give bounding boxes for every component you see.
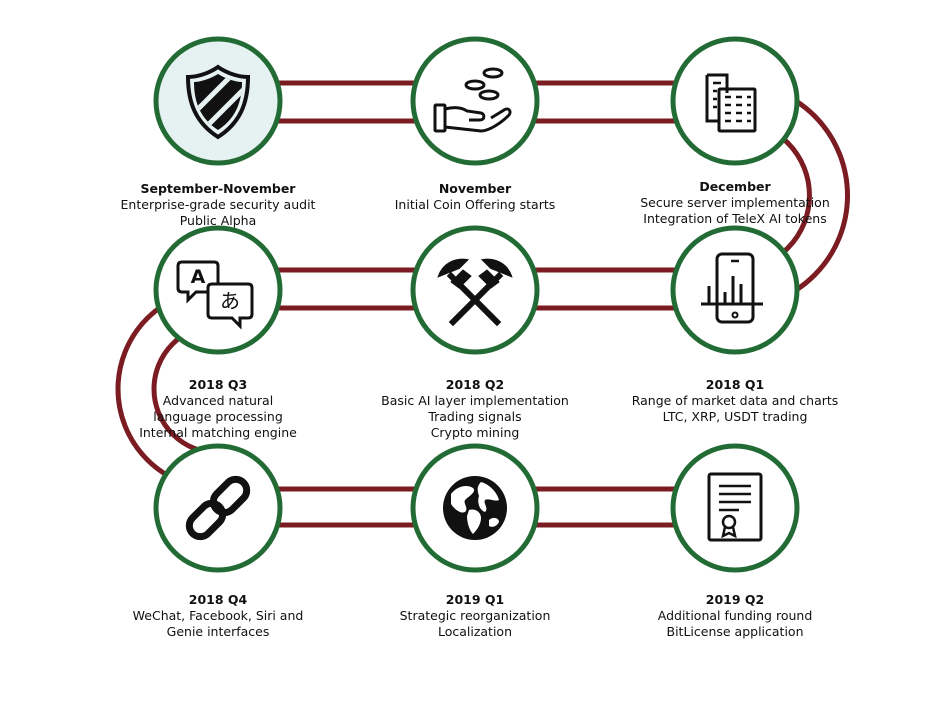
- milestone-title: 2018 Q1: [705, 377, 765, 392]
- milestone-line: Range of market data and charts: [631, 393, 839, 408]
- milestone-line: BitLicense application: [666, 624, 804, 639]
- globe-icon: [443, 476, 507, 540]
- milestone-title: 2018 Q2: [445, 377, 505, 392]
- milestone-circle-2: [670, 36, 800, 166]
- milestone-line: LTC, XRP, USDT trading: [662, 409, 808, 424]
- milestone-line: Strategic reorganization: [399, 608, 551, 623]
- milestone-3-text: 2018 Q1 Range of market data and charts …: [620, 377, 850, 425]
- milestone-icons: A あ: [176, 64, 763, 542]
- translate-icon: A あ: [176, 260, 254, 330]
- milestone-title: 2019 Q2: [705, 592, 765, 607]
- milestone-line: Trading signals: [428, 409, 522, 424]
- milestone-line: Advanced natural: [162, 393, 274, 408]
- milestone-title: 2018 Q3: [188, 377, 248, 392]
- link-icon: [185, 475, 251, 541]
- milestone-line: Basic AI layer implementation: [381, 393, 569, 408]
- milestone-1-text: November Initial Coin Offering starts: [360, 181, 590, 213]
- phone-chart-icon: [701, 252, 763, 324]
- milestone-line: Secure server implementation: [640, 195, 830, 210]
- milestone-line: Enterprise-grade security audit: [120, 197, 316, 212]
- milestone-line: Additional funding round: [657, 608, 813, 623]
- milestone-0-text: September-November Enterprise-grade secu…: [103, 181, 333, 229]
- milestone-line: Internal matching engine: [139, 425, 297, 440]
- milestone-line: Localization: [437, 624, 513, 639]
- shield-icon: [185, 64, 251, 140]
- milestone-7-text: 2019 Q1 Strategic reorganization Localiz…: [360, 592, 590, 640]
- milestone-circle-1: [410, 36, 540, 166]
- servers-icon: [705, 73, 757, 133]
- milestone-line: Genie interfaces: [166, 624, 270, 639]
- milestone-line: language processing: [153, 409, 283, 424]
- translate-glyph-b: あ: [220, 289, 240, 313]
- milestone-6-text: 2018 Q4 WeChat, Facebook, Siri and Genie…: [103, 592, 333, 640]
- milestone-line: WeChat, Facebook, Siri and: [132, 608, 304, 623]
- milestone-title: November: [438, 181, 512, 196]
- certificate-icon: [707, 472, 763, 542]
- milestone-line: Initial Coin Offering starts: [394, 197, 556, 212]
- milestone-line: Integration of TeleX AI tokens: [643, 211, 827, 226]
- pickaxes-icon: [437, 258, 513, 327]
- milestone-line: Crypto mining: [430, 425, 520, 440]
- milestone-8-text: 2019 Q2 Additional funding round BitLice…: [620, 592, 850, 640]
- milestone-title: 2018 Q4: [188, 592, 248, 607]
- milestone-line: Public Alpha: [179, 213, 257, 228]
- milestone-title: September-November: [140, 181, 296, 196]
- milestone-4-text: 2018 Q2 Basic AI layer implementation Tr…: [360, 377, 590, 441]
- milestone-5-text: 2018 Q3 Advanced natural language proces…: [103, 377, 333, 441]
- milestone-circle-4: [410, 225, 540, 355]
- hand-coins-icon: [433, 67, 512, 133]
- milestone-title: December: [699, 179, 771, 194]
- milestone-title: 2019 Q1: [445, 592, 505, 607]
- translate-glyph-a: A: [191, 266, 206, 288]
- milestone-circle-3: [670, 225, 800, 355]
- milestone-circle-8: [670, 443, 800, 573]
- milestone-2-text: December Secure server implementation In…: [620, 179, 850, 227]
